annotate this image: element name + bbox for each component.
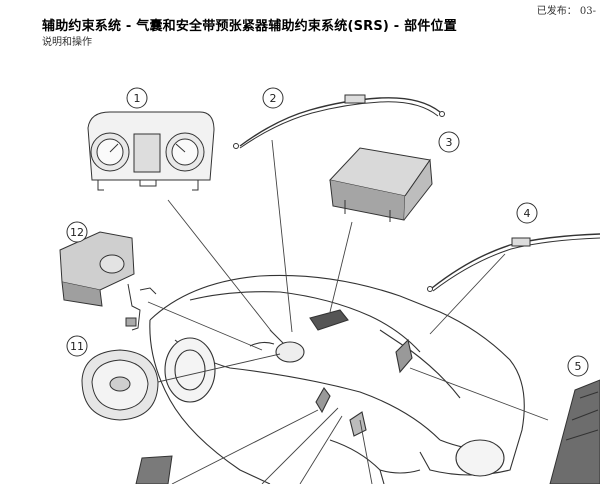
callout-12: 12	[66, 221, 88, 243]
vehicle-outline	[149, 274, 525, 484]
clock-spring-module	[59, 231, 157, 331]
svg-text:3: 3	[446, 136, 453, 149]
callout-11: 11	[66, 335, 88, 357]
page-subtitle: 说明和操作	[42, 37, 92, 48]
published-date: 已发布： 03-	[536, 6, 596, 17]
callout-4: 4	[516, 202, 538, 224]
driver-airbag-module	[81, 349, 159, 421]
passenger-airbag-module	[329, 147, 433, 222]
svg-text:11: 11	[70, 340, 84, 353]
svg-text:5: 5	[575, 360, 582, 373]
svg-text:2: 2	[270, 92, 277, 105]
page-title: 辅助约束系统 - 气囊和安全带预张紧器辅助约束系统(SRS) - 部件位置	[42, 19, 457, 34]
svg-text:12: 12	[70, 226, 84, 239]
svg-text:4: 4	[524, 207, 531, 220]
curtain-airbag-left	[233, 94, 445, 149]
knee-airbag	[135, 455, 173, 484]
callout-1: 1	[126, 87, 148, 109]
side-airbag-module	[549, 379, 600, 484]
callout-5: 5	[567, 355, 589, 377]
instrument-cluster	[87, 111, 215, 191]
svg-text:1: 1	[134, 92, 141, 105]
leader-lines	[147, 139, 549, 484]
callout-2: 2	[262, 87, 284, 109]
curtain-airbag-right	[427, 233, 600, 292]
callout-3: 3	[438, 131, 460, 153]
